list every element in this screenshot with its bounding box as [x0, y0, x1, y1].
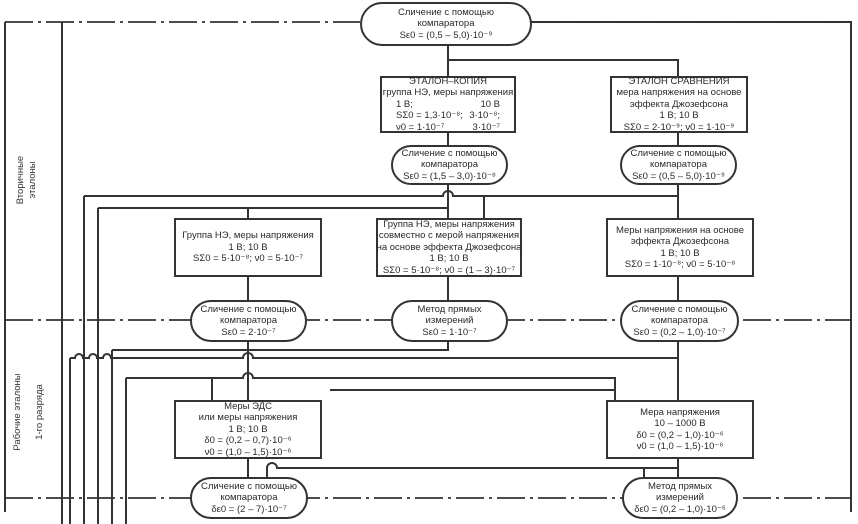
node-line: компаратора: [650, 159, 707, 171]
node-line: Сличение с помощью: [401, 147, 498, 159]
node-comparator-bottom[interactable]: Сличение с помощью компаратора δε0 = (2 …: [190, 477, 308, 519]
node-voltage-measure[interactable]: Мера напряжения 10 – 1000 В δ0 = (0,2 – …: [606, 400, 754, 459]
node-row: ν0 = 1·10⁻⁷ 3·10⁻⁷: [382, 122, 514, 134]
wire-mid-center-down: [112, 340, 449, 351]
cell: 3·10⁻⁸;: [469, 110, 500, 122]
node-line: Группа НЭ, меры напряжения: [383, 218, 515, 230]
node-line: Группа НЭ, меры напряжения: [182, 230, 314, 242]
node-comparator-comparison[interactable]: Сличение с помощью компаратора Sε0 = (0,…: [620, 145, 737, 185]
node-line: 1 В; 10 В: [228, 423, 268, 435]
node-line: δ0 = (0,2 – 1,0)·10⁻⁶: [636, 429, 724, 441]
node-line: мера напряжения на основе: [616, 87, 742, 99]
node-group-ne-josephson[interactable]: Группа НЭ, меры напряжения совместно с м…: [376, 218, 522, 277]
label-first-rank: 1-го разряда: [34, 384, 45, 440]
node-line: δε0 = (2 – 7)·10⁻⁷: [211, 503, 287, 515]
node-line: Sε0 = (0,5 – 5,0)·10⁻⁹: [399, 29, 493, 41]
node-line: ν0 = (1,0 – 1,5)·10⁻⁶: [636, 441, 724, 452]
node-line: Sε0 = (0,2 – 1,0)·10⁻⁷: [633, 326, 726, 338]
wire-bus-358: [70, 352, 678, 359]
node-line: Мера напряжения: [640, 406, 720, 418]
node-line: Сличение с помощью: [630, 147, 727, 159]
node-line: δε0 = (0,2 – 1,0)·10⁻⁶: [634, 503, 726, 515]
wire-measure-to-bottom: [266, 458, 679, 478]
wire-bus-2: [98, 207, 449, 218]
node-line: Сличение с помощью: [631, 303, 728, 315]
cell: 1 В;: [396, 98, 413, 110]
node-line: группа НЭ, меры напряжения: [382, 87, 514, 99]
node-line: Метод прямых: [417, 303, 482, 315]
node-line: Sε0 = 1·10⁻⁷: [422, 326, 477, 338]
label-working-etalons: Рабочие эталоны: [12, 373, 23, 451]
node-line: Sε0 = (0,5 – 5,0)·10⁻⁹: [632, 170, 725, 182]
wire-bus-1: [84, 190, 679, 218]
node-line: Сличение с помощью: [398, 6, 494, 18]
node-line: Меры напряжения на основе: [616, 224, 744, 236]
cell: SΣ0 = 1,3·10⁻⁸;: [396, 110, 463, 122]
node-line: совместно с мерой напряжения: [378, 230, 520, 242]
node-line: Сличение с помощью: [200, 303, 297, 315]
node-line: SΣ0 = 2·10⁻⁹; ν0 = 1·10⁻⁹: [623, 121, 735, 133]
node-line: измерений: [425, 315, 474, 327]
node-top-comparator[interactable]: Сличение с помощью компаратора Sε0 = (0,…: [360, 2, 532, 46]
node-row: 1 В; 10 В: [382, 99, 514, 111]
wire-top-to-comparison: [448, 59, 679, 76]
node-line: 1 В; 10 В: [228, 241, 268, 253]
node-line: эффекта Джозефсона: [629, 98, 729, 110]
label-line: Вторичные: [15, 155, 26, 205]
node-josephson-measures[interactable]: Меры напряжения на основе эффекта Джозеф…: [606, 218, 754, 277]
node-etalon-copy[interactable]: ЭТАЛОН–КОПИЯ группа НЭ, меры напряжения …: [380, 76, 516, 133]
node-comparator-copy[interactable]: Сличение с помощью компаратора Sε0 = (1,…: [391, 145, 508, 185]
cell: 3·10⁻⁷: [472, 121, 500, 133]
wire-bus-378: [126, 372, 616, 400]
node-line: ν0 = (1,0 – 1,5)·10⁻⁶: [204, 446, 292, 458]
node-line: или меры напряжения: [198, 412, 298, 424]
node-comparator-left-mid[interactable]: Сличение с помощью компаратора Sε0 = 2·1…: [190, 300, 307, 342]
cell: ν0 = 1·10⁻⁷: [396, 121, 445, 133]
node-line: компаратора: [421, 159, 478, 171]
node-line: компаратора: [417, 18, 475, 30]
node-line: на основе эффекта Джозефсона: [376, 241, 522, 253]
node-line: 1 В; 10 В: [659, 110, 699, 122]
node-line: SΣ0 = 5·10⁻⁸; ν0 = (1 – 3)·10⁻⁷: [382, 264, 516, 276]
node-line: измерений: [656, 492, 704, 504]
node-line: Sε0 = 2·10⁻⁷: [221, 326, 276, 338]
node-emf-measures[interactable]: Меры ЭДС или меры напряжения 1 В; 10 В δ…: [174, 400, 322, 459]
node-line: Метод прямых: [647, 480, 713, 492]
node-line: компаратора: [651, 315, 708, 327]
node-row: SΣ0 = 1,3·10⁻⁸; 3·10⁻⁸;: [382, 110, 514, 122]
node-direct-mid[interactable]: Метод прямых измерений Sε0 = 1·10⁻⁷: [391, 300, 508, 342]
node-line: 1 В; 10 В: [660, 247, 700, 259]
node-etalon-comparison[interactable]: ЭТАЛОН СРАВНЕНИЯ мера напряжения на осно…: [610, 76, 748, 133]
node-title: ЭТАЛОН–КОПИЯ: [409, 75, 487, 87]
node-line: 1 В; 10 В: [429, 253, 469, 265]
node-line: SΣ0 = 1·10⁻⁸; ν0 = 5·10⁻⁸: [624, 259, 736, 270]
cell: 10 В: [480, 98, 500, 110]
node-line: δ0 = (0,2 – 0,7)·10⁻⁶: [204, 435, 292, 447]
node-line: компаратора: [220, 315, 277, 327]
node-title: ЭТАЛОН СРАВНЕНИЯ: [628, 75, 730, 87]
node-line: SΣ0 = 5·10⁻⁸; ν0 = 5·10⁻⁷: [193, 253, 303, 265]
node-line: эффекта Джозефсона: [630, 236, 730, 247]
node-group-ne[interactable]: Группа НЭ, меры напряжения 1 В; 10 В SΣ0…: [174, 218, 322, 277]
label-line: эталоны: [27, 161, 38, 199]
node-line: Сличение с помощью: [201, 480, 297, 492]
node-line: компаратора: [220, 492, 278, 504]
node-line: Sε0 = (1,5 – 3,0)·10⁻⁸: [403, 170, 496, 182]
node-direct-bottom[interactable]: Метод прямых измерений δε0 = (0,2 – 1,0)…: [622, 477, 738, 519]
node-line: Меры ЭДС: [224, 400, 272, 412]
node-line: 10 – 1000 В: [654, 418, 706, 429]
label-secondary-etalons: Вторичные эталоны: [15, 140, 39, 220]
node-comparator-right-mid[interactable]: Сличение с помощью компаратора Sε0 = (0,…: [620, 300, 739, 342]
